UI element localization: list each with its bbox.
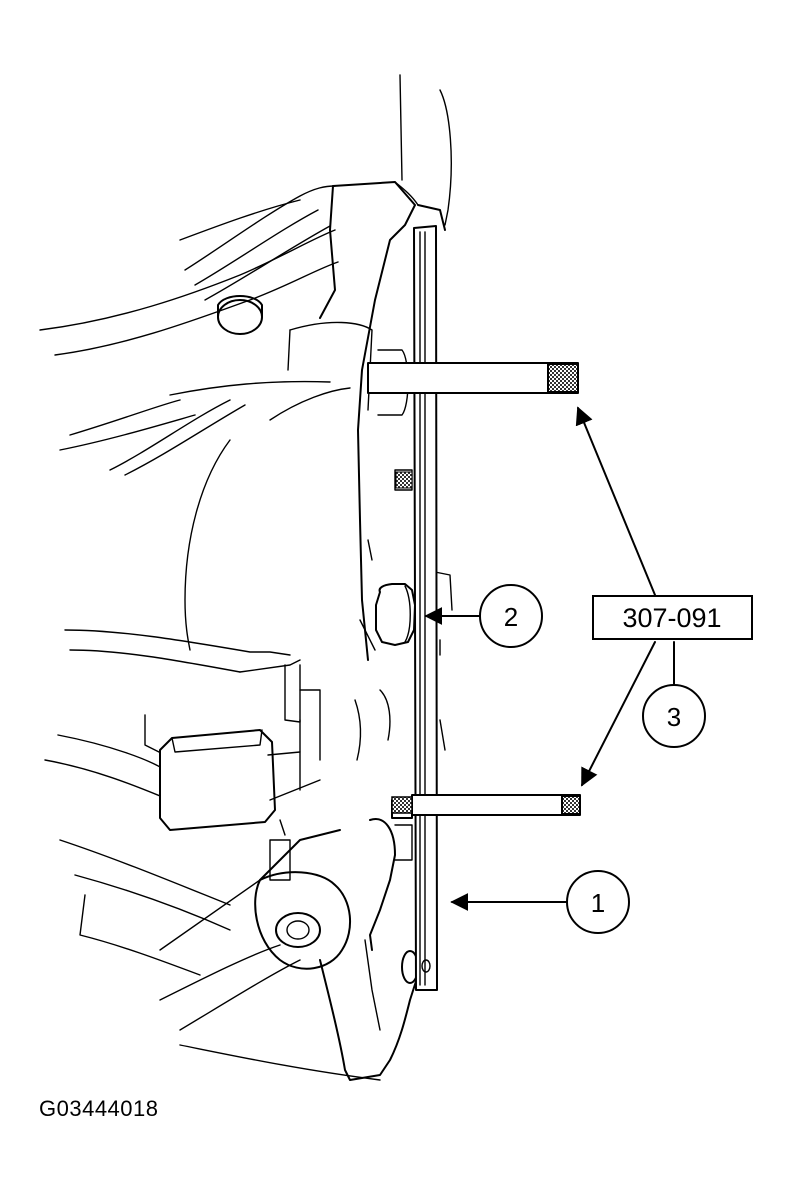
lower-rod-knurl [561,795,581,815]
callout-3-leader-lower [581,641,656,787]
callout-3: 3 [642,684,706,748]
upper-rod-knurl [547,363,579,393]
callout-1: 1 [566,870,630,934]
tool-reference-label: 307-091 [592,595,753,640]
transmission-housing [39,74,453,1081]
callout-leaders [424,406,675,911]
lower-rod-nut [391,796,413,814]
tool-number-text: 307-091 [622,603,721,633]
lower-rod [411,794,581,816]
callout-1-number: 1 [591,888,605,918]
callout-3-leader-upper [575,406,656,596]
figure-id-label: G03444018 [39,1096,159,1121]
upper-rod [367,362,579,394]
callout-2: 2 [479,584,543,648]
callout-3-number: 3 [667,702,681,732]
mid-knurl [395,471,413,489]
callout-2-number: 2 [504,602,518,632]
